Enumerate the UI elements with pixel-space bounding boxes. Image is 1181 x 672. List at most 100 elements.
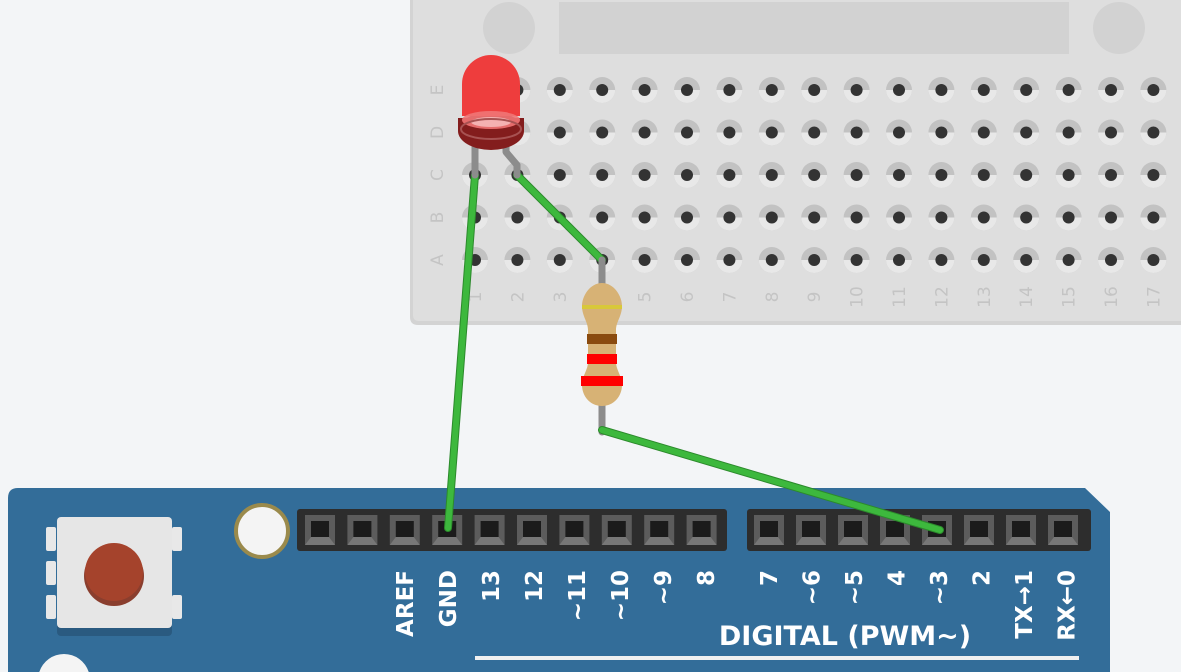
- breadboard-hole[interactable]: [631, 162, 658, 189]
- breadboard-hole[interactable]: [758, 247, 785, 273]
- breadboard-hole[interactable]: [1055, 204, 1082, 231]
- breadboard-hole[interactable]: [546, 77, 573, 103]
- breadboard-hole[interactable]: [970, 119, 997, 146]
- breadboard-hole[interactable]: [589, 162, 616, 189]
- breadboard-hole[interactable]: [716, 162, 743, 189]
- breadboard-hole[interactable]: [716, 119, 743, 146]
- breadboard-hole[interactable]: [886, 162, 912, 188]
- header-pin[interactable]: [1048, 515, 1078, 545]
- breadboard-hole[interactable]: [1055, 247, 1082, 273]
- breadboard-hole[interactable]: [1013, 119, 1040, 146]
- wire-led-resistor[interactable]: [513, 171, 606, 264]
- breadboard-hole[interactable]: [758, 77, 785, 103]
- breadboard-hole[interactable]: [928, 77, 955, 103]
- header-pin[interactable]: [474, 515, 505, 545]
- breadboard-hole[interactable]: [1098, 77, 1124, 103]
- breadboard-hole[interactable]: [589, 204, 616, 231]
- reset-button[interactable]: [46, 517, 182, 636]
- breadboard-hole[interactable]: [1013, 247, 1040, 273]
- breadboard-hole[interactable]: [1098, 162, 1124, 188]
- breadboard-hole[interactable]: [758, 162, 785, 189]
- pin-label: 12: [522, 570, 548, 602]
- header-pin[interactable]: [559, 515, 590, 545]
- breadboard-hole[interactable]: [801, 162, 828, 189]
- breadboard-hole[interactable]: [970, 247, 997, 273]
- breadboard-hole[interactable]: [1140, 204, 1167, 231]
- breadboard-hole[interactable]: [1055, 77, 1082, 103]
- breadboard-hole[interactable]: [674, 77, 700, 103]
- breadboard-hole[interactable]: [1140, 77, 1167, 103]
- breadboard-hole[interactable]: [631, 119, 658, 146]
- breadboard-hole[interactable]: [589, 77, 616, 103]
- breadboard-hole[interactable]: [801, 204, 828, 231]
- breadboard-hole[interactable]: [886, 247, 912, 273]
- breadboard-hole[interactable]: [504, 247, 531, 273]
- breadboard-hole[interactable]: [716, 247, 743, 273]
- header-pin[interactable]: [1006, 515, 1036, 545]
- breadboard-hole[interactable]: [970, 162, 997, 189]
- resistor[interactable]: [581, 256, 623, 436]
- wire-resistor-pin3[interactable]: [598, 426, 944, 534]
- breadboard-hole[interactable]: [546, 247, 573, 273]
- header-pin[interactable]: [517, 515, 547, 545]
- breadboard-hole[interactable]: [801, 119, 828, 146]
- breadboard-hole[interactable]: [758, 119, 785, 146]
- breadboard-hole[interactable]: [843, 119, 870, 146]
- breadboard-hole[interactable]: [1140, 247, 1167, 273]
- breadboard-hole[interactable]: [843, 162, 870, 189]
- header-pin[interactable]: [601, 515, 632, 545]
- breadboard-hole[interactable]: [1140, 119, 1167, 146]
- breadboard-hole[interactable]: [1013, 162, 1040, 188]
- breadboard-hole[interactable]: [970, 204, 997, 231]
- breadboard-hole[interactable]: [801, 77, 828, 103]
- breadboard-hole[interactable]: [843, 247, 870, 273]
- wire-gnd[interactable]: [444, 171, 479, 532]
- header-pin[interactable]: [754, 515, 784, 545]
- breadboard-hole[interactable]: [843, 77, 870, 103]
- header-pin[interactable]: [347, 515, 378, 545]
- breadboard-hole[interactable]: [631, 204, 658, 231]
- breadboard-hole[interactable]: [504, 204, 531, 231]
- breadboard-hole[interactable]: [716, 204, 743, 231]
- breadboard-hole[interactable]: [928, 204, 955, 231]
- breadboard-hole[interactable]: [674, 119, 701, 146]
- red-led[interactable]: [458, 55, 524, 179]
- breadboard-hole[interactable]: [674, 247, 700, 273]
- breadboard-hole[interactable]: [674, 204, 701, 231]
- breadboard-hole[interactable]: [886, 119, 912, 146]
- header-pin[interactable]: [838, 515, 868, 545]
- breadboard-hole[interactable]: [928, 162, 955, 189]
- breadboard-hole[interactable]: [758, 204, 785, 231]
- header-pin[interactable]: [964, 515, 994, 545]
- breadboard-hole[interactable]: [801, 247, 828, 273]
- breadboard-hole[interactable]: [1013, 204, 1040, 231]
- breadboard-hole[interactable]: [928, 247, 955, 273]
- breadboard-hole[interactable]: [546, 119, 573, 146]
- breadboard-hole[interactable]: [716, 77, 743, 103]
- header-pin[interactable]: [796, 515, 826, 545]
- breadboard-hole[interactable]: [1013, 77, 1040, 103]
- breadboard-hole[interactable]: [1098, 204, 1124, 231]
- breadboard-hole[interactable]: [1055, 162, 1082, 189]
- breadboard-hole[interactable]: [1140, 162, 1167, 189]
- breadboard-hole[interactable]: [546, 162, 573, 189]
- breadboard-hole[interactable]: [1098, 119, 1124, 146]
- breadboard-hole[interactable]: [970, 77, 997, 103]
- header-pin[interactable]: [389, 515, 420, 545]
- breadboard-hole[interactable]: [631, 77, 658, 103]
- breadboard-hole[interactable]: [886, 77, 912, 103]
- breadboard-hole[interactable]: [1098, 247, 1124, 273]
- breadboard-hole[interactable]: [1055, 119, 1082, 146]
- breadboard-hole[interactable]: [928, 119, 955, 146]
- header-pin[interactable]: [644, 515, 675, 545]
- breadboard-hole[interactable]: [589, 119, 616, 146]
- header-pin[interactable]: [305, 515, 335, 545]
- breadboard-hole[interactable]: [886, 204, 912, 231]
- breadboard-hole[interactable]: [843, 204, 870, 231]
- breadboard-hole[interactable]: [631, 247, 658, 273]
- breadboard-hole[interactable]: [674, 162, 700, 188]
- header-pin[interactable]: [686, 515, 717, 545]
